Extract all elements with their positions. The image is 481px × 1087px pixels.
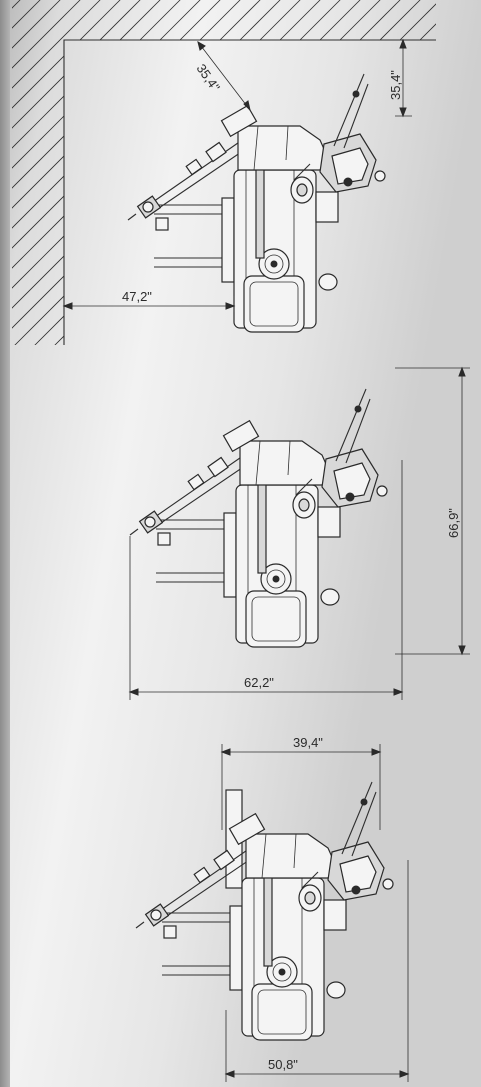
dim-overall-height: 66,9" (446, 508, 461, 538)
dim-clearance-diagonal: 35,4" (194, 61, 224, 94)
dim-clearance-top: 35,4" (388, 70, 403, 100)
left-edge-strip (0, 0, 10, 1087)
machine-position-2 (129, 388, 388, 648)
figure-1-wall-corner: 35,4" 35,4" 47,2" (12, 0, 436, 345)
figure-3-folded-size: 39,4" 50,8" (135, 735, 410, 1082)
dim-folded-bottom: 50,8" (268, 1057, 298, 1072)
dim-folded-top: 39,4" (293, 735, 323, 750)
dim-overall-width: 62,2" (244, 675, 274, 690)
machine-position-1 (127, 73, 386, 333)
dim-clearance-side: 47,2" (122, 289, 152, 304)
machine-position-3 (135, 781, 394, 1041)
figure-2-overall-size: 66,9" 62,2" (128, 366, 470, 700)
